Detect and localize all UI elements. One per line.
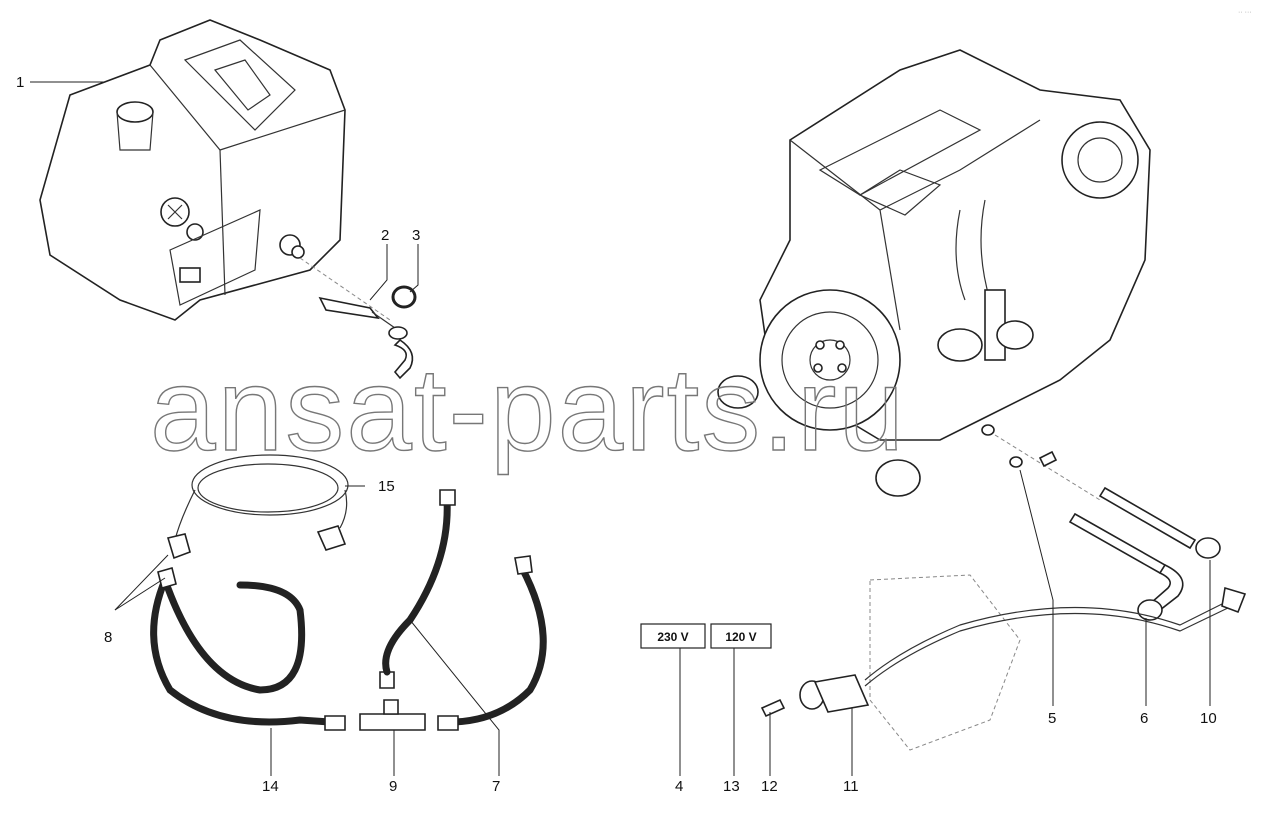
- callout-5: 5: [1048, 710, 1056, 727]
- callout-2: 2: [381, 227, 389, 244]
- callout-13: 13: [723, 778, 740, 795]
- cable-plug-part: [166, 454, 349, 560]
- callout-6: 6: [1140, 710, 1148, 727]
- heater-part: [799, 574, 1247, 751]
- callout-11: 11: [843, 778, 859, 795]
- tee-fitting-part: [359, 671, 426, 731]
- tank-part: [39, 19, 391, 321]
- engine-part: [717, 49, 1151, 501]
- callout-7: 7: [492, 778, 500, 795]
- corner-mark: ·· ···: [1238, 9, 1252, 16]
- leader-lines: [30, 81, 1211, 776]
- vertical-hose-part: [382, 489, 456, 676]
- callout-8: 8: [104, 629, 112, 646]
- callout-3: 3: [412, 227, 420, 244]
- callout-14: 14: [262, 778, 279, 795]
- sensor-tube-part: [318, 296, 414, 380]
- voltage-box-120: 120 V: [710, 623, 772, 649]
- svg-text:120 V: 120 V: [725, 630, 756, 644]
- callout-9: 9: [389, 778, 397, 795]
- callout-12: 12: [761, 778, 778, 795]
- heater-element-10: [1098, 486, 1221, 559]
- voltage-box-230: 230 V: [640, 623, 706, 649]
- svg-text:230 V: 230 V: [657, 630, 688, 644]
- o-ring-part: [391, 285, 417, 309]
- callout-15: 15: [378, 478, 395, 495]
- callout-10: 10: [1200, 710, 1217, 727]
- screw-part: [760, 698, 786, 718]
- callout-numbers: 1 2 3 9 7 8 14 15 4 13 12 11 5 6 10: [16, 74, 1217, 795]
- curved-hose-part: [437, 555, 547, 731]
- callout-1: 1: [16, 74, 24, 91]
- callout-4: 4: [675, 778, 683, 795]
- watermark-text: ansat-parts.ru: [150, 344, 906, 476]
- long-hose-part: [150, 567, 346, 731]
